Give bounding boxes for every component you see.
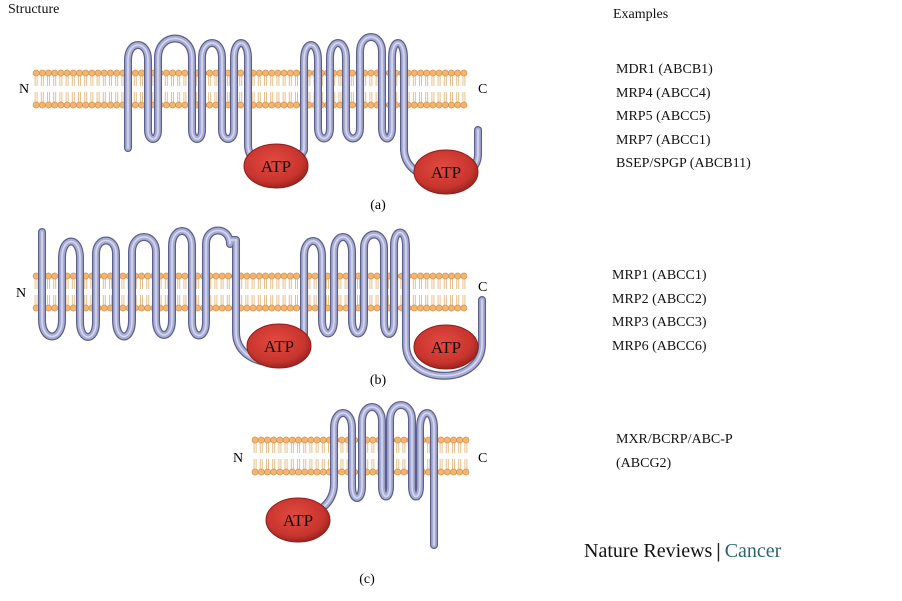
examples-list-a: MDR1 (ABCB1) MRP4 (ABCC4) MRP5 (ABCC5) M… (616, 58, 751, 176)
example-item: MRP4 (ABCC4) (616, 85, 711, 101)
n-terminus-label-a: N (19, 82, 29, 97)
panel-c: ATP N C (c) (233, 401, 487, 587)
n-terminus-label-b: N (16, 286, 26, 301)
example-item: MRP2 (ABCC2) (612, 291, 707, 307)
panel-label-b: (b) (370, 373, 387, 388)
structure-header: Structure (8, 2, 60, 17)
atp-label: ATP (431, 338, 461, 357)
protein-chain-highlight (41, 229, 483, 377)
example-item: (ABCG2) (616, 455, 672, 471)
atp-domain-b1: ATP (246, 323, 312, 369)
example-item: MRP5 (ABCC5) (616, 109, 711, 124)
protein-chain-highlight (299, 404, 435, 546)
panel-b: ATP ATP N C (b) (16, 226, 487, 388)
atp-domain-c: ATP (265, 497, 331, 543)
example-item: MRP1 (ABCC1) (612, 268, 707, 283)
example-item: MXR/BCRP/ABC-P (616, 432, 733, 447)
atp-domain-b2: ATP (413, 324, 479, 370)
atp-label: ATP (283, 511, 313, 530)
panel-label-c: (c) (359, 572, 375, 587)
example-item: MRP6 (ABCC6) (612, 338, 707, 354)
atp-label: ATP (431, 163, 461, 182)
n-terminus-label-c: N (233, 451, 243, 466)
c-terminus-label-b: C (478, 280, 487, 295)
protein-chain-highlight (127, 36, 479, 181)
atp-label: ATP (264, 337, 294, 356)
examples-list-c: MXR/BCRP/ABC-P (ABCG2) (616, 428, 733, 475)
atp-label: ATP (261, 157, 291, 176)
c-terminus-label-c: C (478, 451, 487, 466)
panel-a: ATP ATP N C (a) (19, 33, 487, 213)
atp-domain-a2: ATP (413, 149, 479, 195)
example-item: BSEP/SPGP (ABCB11) (616, 156, 751, 171)
examples-header: Examples (613, 7, 669, 22)
c-terminus-label-a: C (478, 82, 487, 97)
panel-label-a: (a) (370, 198, 386, 213)
credit-separator: | (716, 540, 721, 562)
atp-domain-a1: ATP (243, 143, 309, 189)
examples-list-b: MRP1 (ABCC1) MRP2 (ABCC2) MRP3 (ABCC3) M… (612, 264, 707, 358)
example-item: MDR1 (ABCB1) (616, 62, 713, 77)
journal-credit: Nature Reviews|Cancer (584, 540, 781, 563)
example-item: MRP3 (ABCC3) (612, 315, 707, 330)
journal-section: Cancer (724, 540, 782, 562)
journal-name: Nature Reviews (584, 540, 713, 562)
example-item: MRP7 (ABCC1) (616, 132, 711, 148)
